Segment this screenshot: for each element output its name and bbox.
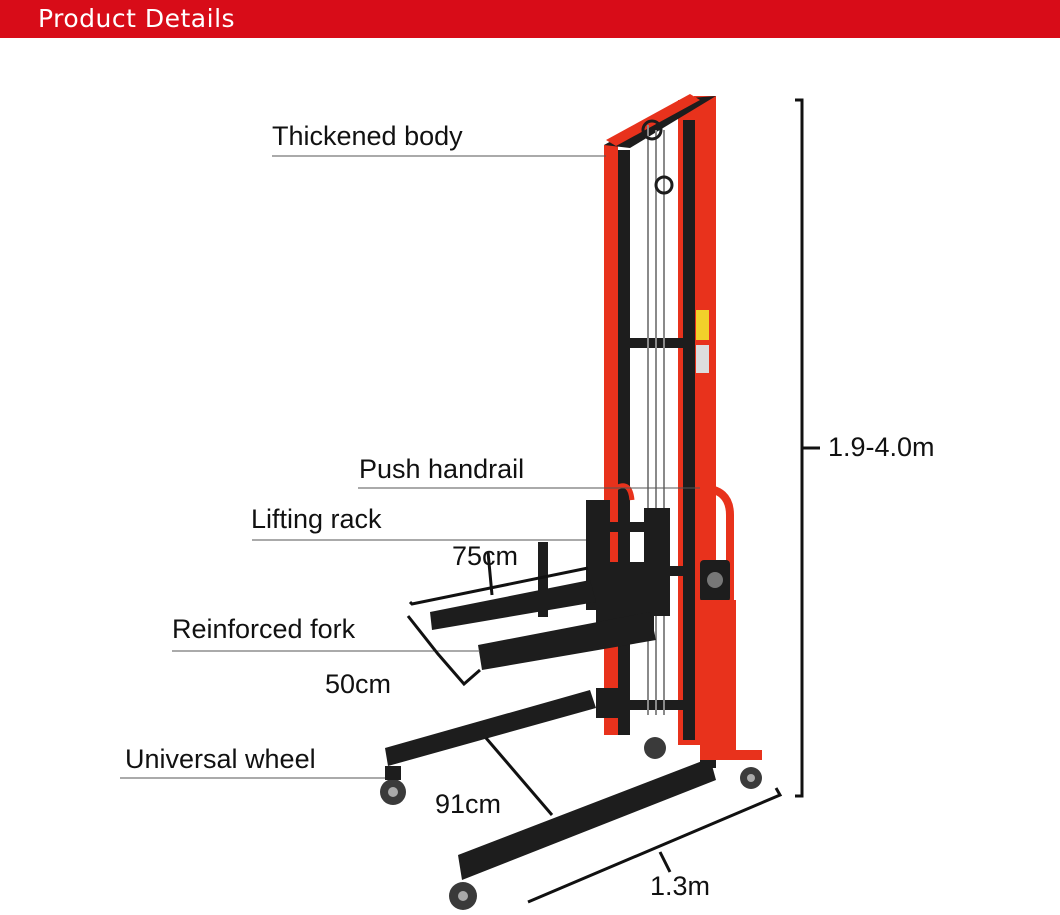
dimension-lines bbox=[406, 98, 820, 904]
callout-lifting-rack: Lifting rack bbox=[251, 504, 382, 534]
stacker-drawing bbox=[120, 94, 820, 910]
header-bar: Product Details bbox=[0, 0, 1060, 38]
base-frame bbox=[385, 600, 762, 880]
callout-thickened-body: Thickened body bbox=[272, 121, 463, 151]
leader-lines bbox=[120, 155, 700, 779]
dimension-fork-span: 75cm bbox=[452, 541, 519, 571]
section-title: Product Details bbox=[38, 4, 236, 33]
mast bbox=[604, 94, 716, 745]
lifting-rack bbox=[538, 500, 670, 632]
dimension-height: 1.9-4.0m bbox=[828, 432, 935, 462]
push-handrail bbox=[614, 483, 734, 610]
reinforced-fork bbox=[430, 580, 656, 670]
product-illustration: Thickened body Push handrail Lifting rac… bbox=[0, 38, 1060, 915]
dimension-base-leg: 91cm bbox=[435, 789, 502, 819]
callout-push-handrail: Push handrail bbox=[359, 454, 525, 484]
dimension-fork-length: 50cm bbox=[325, 669, 392, 699]
callout-universal-wheel: Universal wheel bbox=[125, 744, 316, 774]
dimension-base-length: 1.3m bbox=[650, 871, 711, 901]
universal-wheels bbox=[380, 737, 762, 910]
callout-reinforced-fork: Reinforced fork bbox=[172, 614, 356, 644]
